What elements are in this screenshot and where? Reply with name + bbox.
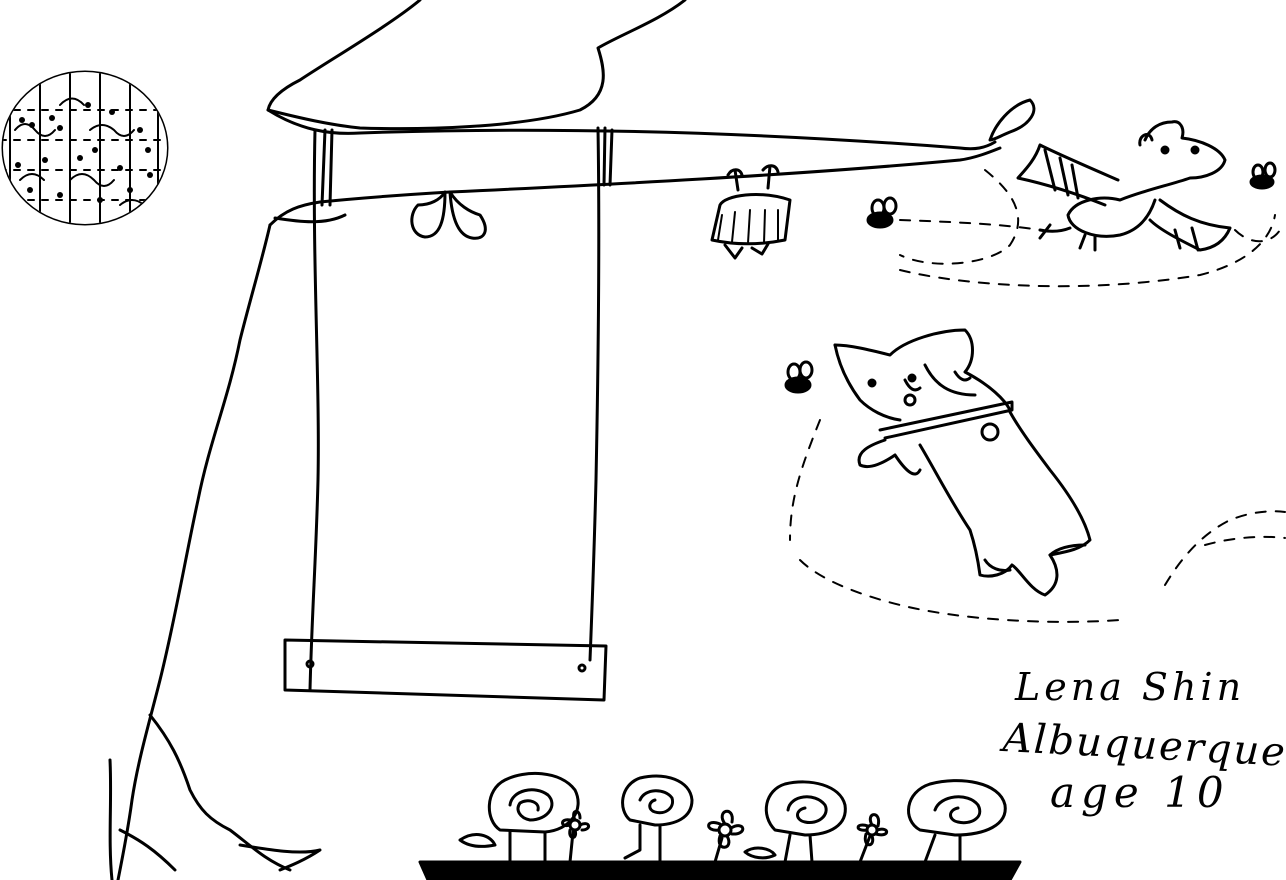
branch [266,98,1036,227]
rose-1 [458,771,580,864]
rose-4 [907,779,1007,864]
artist-age: age 10 [1050,768,1230,817]
daisy-3 [856,813,889,864]
bee-3 [1249,161,1277,190]
patterned-oval [1,70,169,226]
hanging-leaves [410,190,487,240]
daisy-1 [561,810,590,864]
rose-3 [743,780,847,864]
swing-seat [283,638,608,702]
bee-1 [866,196,898,229]
swing [283,126,614,702]
daisy-2 [707,809,745,864]
rose-2 [621,774,694,864]
jumping-cat [833,328,1092,597]
bee-2 [784,360,814,394]
artist-name: Lena Shin [1015,665,1246,709]
tree [108,0,687,880]
hanging-cat [710,164,792,260]
motion-trails [789,169,1286,623]
flying-creature [1016,120,1232,252]
flower-planter [418,771,1022,880]
